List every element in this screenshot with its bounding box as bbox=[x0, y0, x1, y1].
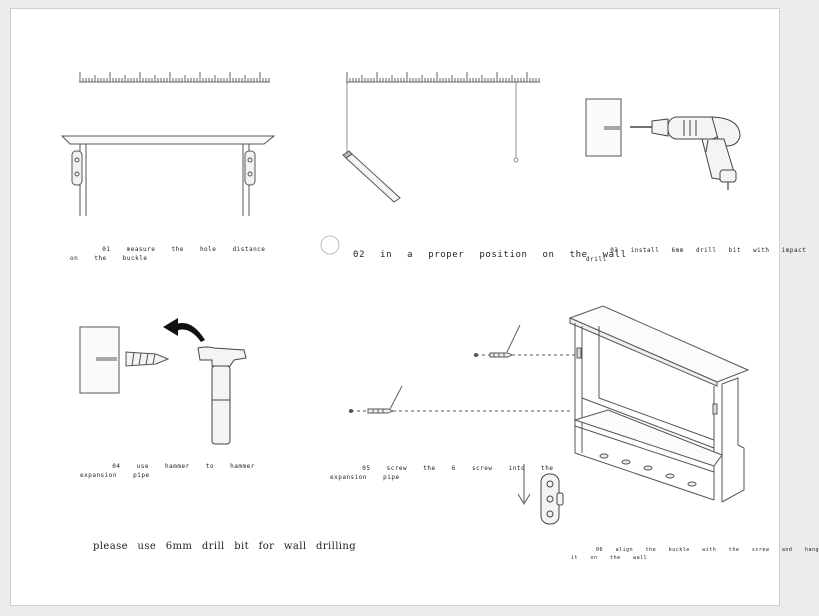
instruction-sheet bbox=[10, 8, 780, 606]
step-text: use hammer to hammer expansion pipe bbox=[80, 463, 255, 479]
plumb-line-icon bbox=[346, 82, 519, 163]
wall-anchor-icon bbox=[585, 98, 622, 157]
hanger-bracket-icon bbox=[540, 473, 564, 525]
step-number: 03 bbox=[610, 247, 619, 254]
shelf-icon bbox=[60, 135, 276, 216]
arrow-icon bbox=[517, 464, 531, 505]
step-text: measure the hole distance on the buckle bbox=[70, 246, 266, 262]
step-01-caption: 01 measure the hole distance on the buck… bbox=[70, 236, 265, 263]
step-text: screw the 6 screw into the expansion pip… bbox=[330, 465, 554, 481]
pencil-icon bbox=[342, 150, 401, 203]
wall-anchor-icon bbox=[79, 326, 170, 394]
step-text: in a proper position on the wall bbox=[380, 250, 627, 260]
step-03-caption: 03 install 6mm drill bit with impact dri… bbox=[586, 237, 806, 264]
step-number: 01 bbox=[102, 246, 111, 253]
step-number: 06 bbox=[596, 547, 604, 553]
arrow-icon bbox=[163, 318, 205, 342]
step-text: align the buckle with the screw and hang… bbox=[571, 547, 819, 561]
ruler-icon bbox=[346, 72, 540, 83]
step-text: install 6mm drill bit with impact drill bbox=[586, 247, 807, 263]
step-number: 04 bbox=[112, 463, 121, 470]
drill-icon bbox=[630, 116, 741, 190]
ruler-icon bbox=[79, 72, 270, 83]
step-06-caption: 06 align the buckle with the screw and h… bbox=[571, 538, 819, 562]
drilling-note: please use 6mm drill bit for wall drilli… bbox=[93, 541, 357, 552]
screw-icon bbox=[348, 324, 580, 414]
hammer-icon bbox=[197, 346, 247, 445]
step-number: 02 bbox=[353, 250, 366, 260]
instruction-drawings bbox=[60, 72, 750, 525]
step-number: 05 bbox=[362, 465, 371, 472]
step-05-caption: 05 screw the 6 screw into the expansion … bbox=[330, 455, 554, 482]
step-02-caption: 02 in a proper position on the wall bbox=[323, 240, 627, 260]
step-number-circle bbox=[320, 235, 340, 255]
step-04-caption: 04 use hammer to hammer expansion pipe bbox=[80, 453, 255, 480]
wall-shelf-icon bbox=[568, 305, 750, 503]
